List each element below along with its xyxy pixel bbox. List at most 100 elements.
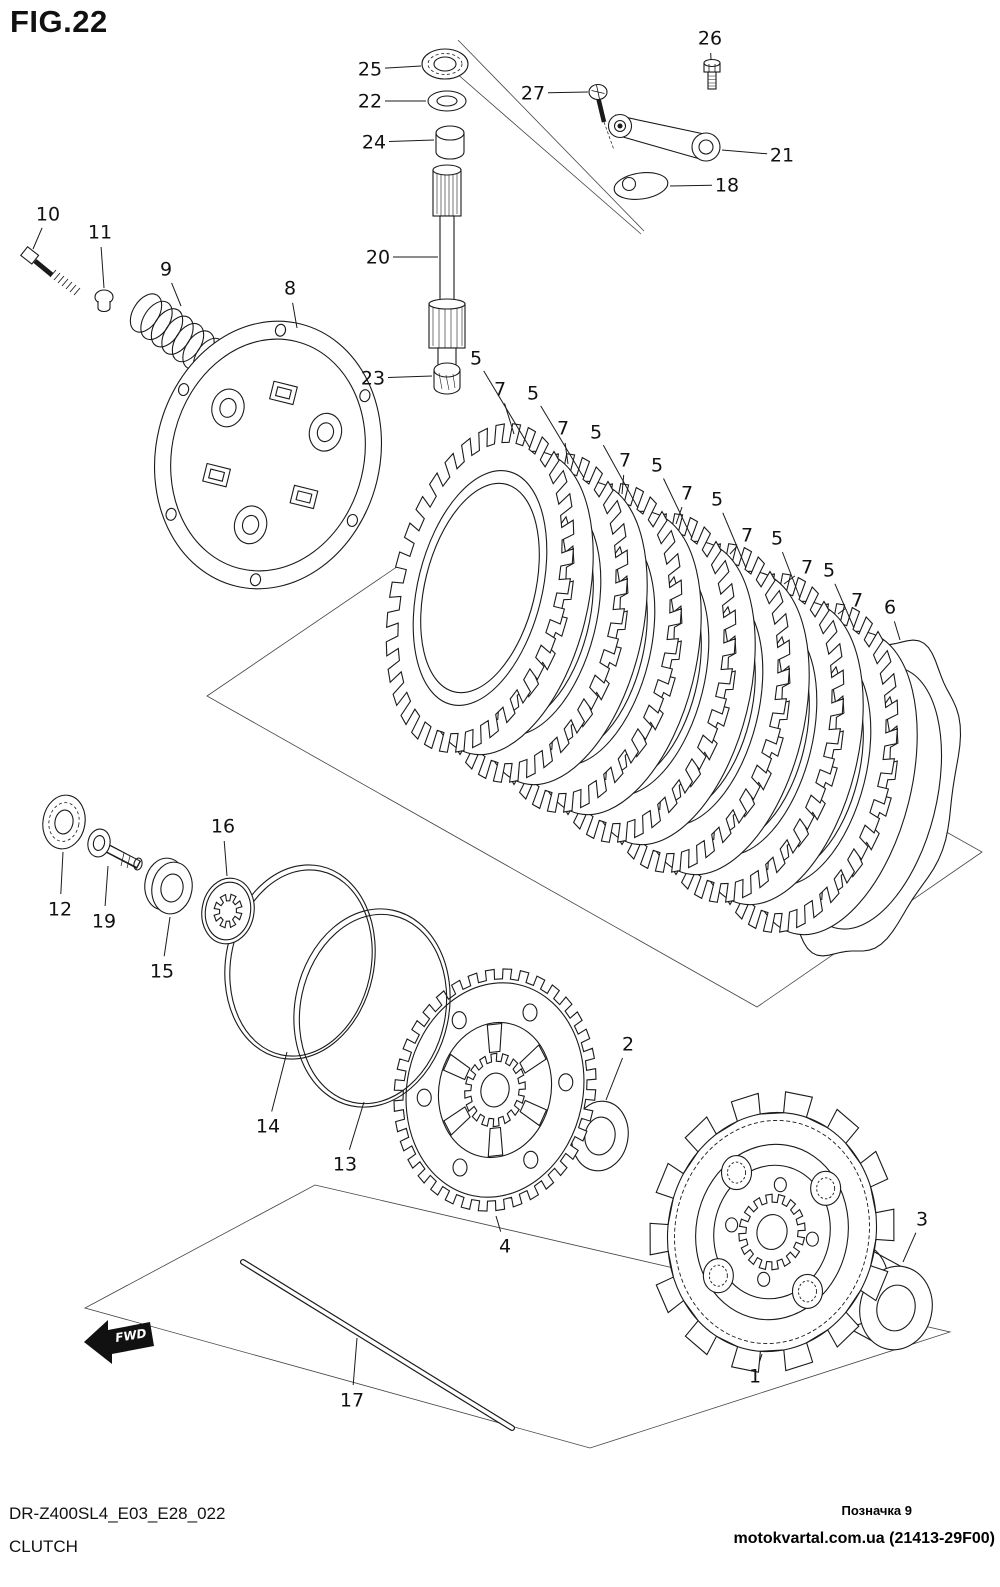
- callout-5: 5: [590, 422, 602, 444]
- leader-4: [495, 1215, 502, 1232]
- leader-23: [387, 375, 433, 378]
- callout-12: 12: [48, 899, 72, 921]
- callout-25: 25: [358, 59, 382, 81]
- callout-5: 5: [711, 489, 723, 511]
- clutch-plate-stack: [385, 423, 962, 957]
- callout-7: 7: [494, 379, 506, 401]
- callout-9: 9: [160, 259, 172, 281]
- leader-7: [564, 442, 569, 465]
- leader-7: [783, 575, 796, 585]
- part-10-bolt: [20, 245, 81, 296]
- leader-7: [504, 403, 515, 435]
- callout-24: 24: [362, 132, 386, 154]
- leader-3: [902, 1232, 917, 1263]
- part-22-washer: [427, 90, 467, 112]
- leader-7: [621, 474, 625, 495]
- callout-21: 21: [770, 145, 794, 167]
- part-13-ring: [293, 908, 451, 1108]
- watermark-site: motokvartal.com.ua (21413-29F00): [733, 1530, 995, 1547]
- callout-18: 18: [715, 175, 739, 197]
- leader-2: [605, 1057, 623, 1101]
- callout-5: 5: [527, 383, 539, 405]
- callout-23: 23: [361, 368, 385, 390]
- leader-7: [729, 545, 738, 555]
- part-19-bolt: [87, 828, 143, 871]
- figure-title: FIG.22: [10, 4, 108, 39]
- part-26-bolt: [703, 58, 721, 90]
- part-23-bushing: [433, 362, 461, 395]
- leader-8: [292, 302, 298, 329]
- callout-7: 7: [801, 557, 813, 579]
- part-2-thrust-washer: [571, 1100, 629, 1172]
- part-16-lock-washer: [201, 877, 255, 945]
- callout-8: 8: [284, 278, 296, 300]
- callout-10: 10: [36, 204, 60, 226]
- part-17-pushrod: [240, 1259, 515, 1431]
- callout-7: 7: [557, 418, 569, 440]
- leader-11: [100, 246, 105, 289]
- part-12-bearing: [42, 794, 86, 850]
- callout-7: 7: [741, 525, 753, 547]
- callout-16: 16: [211, 816, 235, 838]
- part-25-bearing: [421, 48, 469, 80]
- leader-16: [223, 840, 228, 877]
- callout-17: 17: [340, 1390, 364, 1412]
- leader-12: [60, 851, 64, 895]
- part-1-clutch-basket: [649, 1091, 895, 1373]
- callout-27: 27: [521, 83, 545, 105]
- leader-27: [547, 91, 589, 94]
- leader-19: [104, 865, 109, 907]
- leader-17: [352, 1337, 358, 1386]
- callout-11: 11: [88, 222, 112, 244]
- footer-part-code: DR-Z400SL4_E03_E28_022: [9, 1504, 226, 1523]
- leader-5: [834, 583, 855, 629]
- leader-7: [675, 506, 683, 525]
- callout-7: 7: [851, 590, 863, 612]
- leader-18: [669, 184, 713, 187]
- callout-19: 19: [92, 911, 116, 933]
- callout-5: 5: [470, 348, 482, 370]
- callout-5: 5: [651, 455, 663, 477]
- leader-14: [271, 1051, 288, 1112]
- leader-6: [893, 621, 901, 641]
- callout-4: 4: [499, 1236, 511, 1258]
- fwd-label: FWD: [114, 1326, 147, 1345]
- part-24-spacer: [435, 125, 465, 160]
- leader-5: [602, 444, 639, 509]
- leader-25: [384, 65, 422, 69]
- callout-13: 13: [333, 1154, 357, 1176]
- callout-6: 6: [884, 597, 896, 619]
- callout-22: 22: [358, 91, 382, 113]
- alignment-line: [457, 39, 645, 232]
- callout-14: 14: [256, 1116, 280, 1138]
- callout-3: 3: [916, 1209, 928, 1231]
- footer-figure-name: CLUTCH: [9, 1537, 78, 1556]
- callout-7: 7: [681, 483, 693, 505]
- part-11-pin: [94, 289, 114, 313]
- part-21-release-arm: [607, 113, 721, 162]
- part-18-seal-plate: [613, 172, 669, 200]
- callout-5: 5: [771, 528, 783, 550]
- leader-15: [163, 916, 171, 957]
- alignment-line: [431, 51, 642, 235]
- leader-5: [781, 551, 801, 599]
- leader-24: [388, 139, 435, 142]
- fwd-arrow: FWD: [84, 1320, 154, 1364]
- part-27-screw: [588, 83, 615, 151]
- callout-2: 2: [622, 1034, 634, 1056]
- callout-7: 7: [619, 450, 631, 472]
- part-15-lock-nut: [144, 857, 193, 915]
- part-8-pressure-plate: [153, 320, 383, 590]
- leader-21: [721, 149, 768, 155]
- leader-13: [348, 1101, 365, 1150]
- leader-5: [540, 405, 585, 479]
- callout-1: 1: [749, 1366, 761, 1388]
- part-20-release-shaft: [428, 164, 466, 375]
- callout-5: 5: [823, 560, 835, 582]
- callout-20: 20: [366, 247, 390, 269]
- leader-10: [32, 227, 43, 250]
- callout-26: 26: [698, 28, 722, 50]
